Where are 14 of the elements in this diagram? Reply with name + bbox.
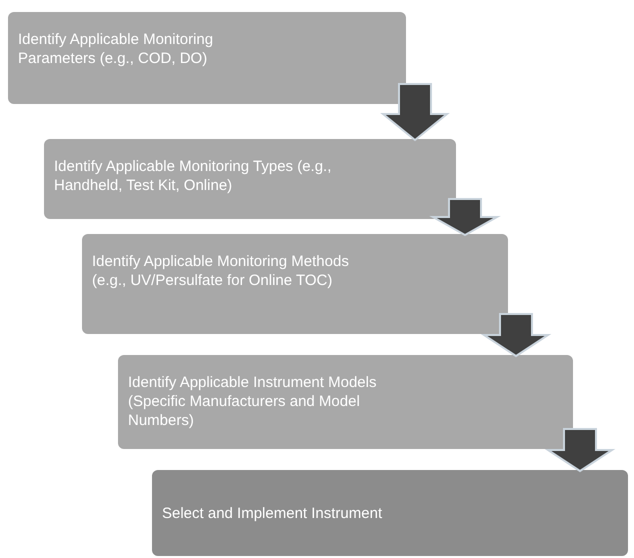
- block-arrow: [544, 428, 616, 472]
- step-text: Identify Applicable Monitoring Parameters (e.g., COD, DO): [18, 30, 214, 68]
- step-text: Identify Applicable Monitoring Types (e.g., Handheld, Test Kit, Online): [54, 157, 332, 195]
- block-arrow: [380, 83, 450, 142]
- block-arrow: [429, 198, 501, 236]
- step-text: Select and Implement Instrument: [162, 504, 382, 522]
- step-text: Identify Applicable Instrument Models (Specific Manufacturers and Model Numbers): [128, 373, 378, 430]
- process-box: [152, 470, 628, 556]
- process-box: [8, 12, 406, 104]
- process-box: [118, 355, 573, 449]
- process-box: [82, 234, 508, 334]
- step-text: Identify Applicable Monitoring Methods (e.g., UV/Persulfate for Online TOC): [92, 252, 350, 290]
- block-arrow: [480, 313, 552, 358]
- process-box: [44, 139, 456, 219]
